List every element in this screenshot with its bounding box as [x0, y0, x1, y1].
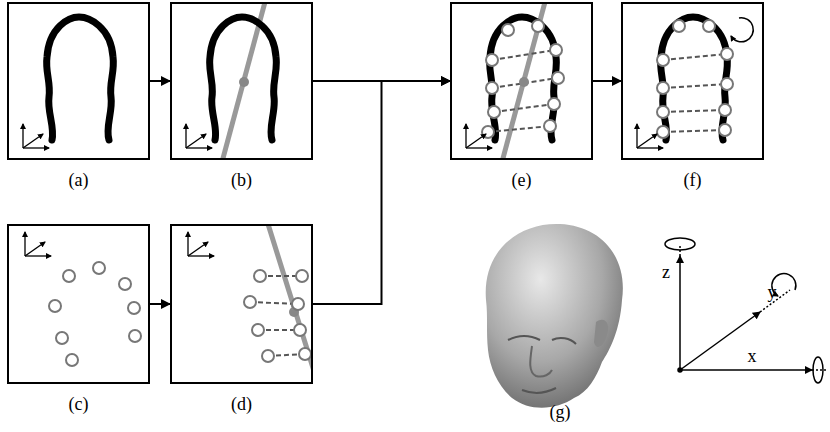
figure-panel: (b)	[170, 2, 313, 160]
figure-panel: (f)	[621, 2, 764, 160]
panel-caption: (c)	[9, 394, 148, 415]
flow-arrow	[313, 81, 450, 304]
axis-label: z	[656, 262, 676, 283]
figure-panel: (c)	[7, 224, 150, 384]
panel-caption: (f)	[623, 170, 762, 191]
panel-caption: (e)	[452, 170, 591, 191]
flow-arrow	[150, 303, 170, 305]
panel-caption: (d)	[172, 394, 311, 415]
flow-arrow	[593, 80, 621, 82]
flow-arrow	[150, 80, 170, 82]
panel-caption: (g)	[540, 402, 580, 423]
figure-panel: (d)	[170, 224, 313, 384]
figure-panel: (a)	[7, 2, 150, 160]
panel-caption: (b)	[172, 170, 311, 191]
figure-panel: (e)	[450, 2, 593, 160]
axis-label: x	[742, 346, 762, 367]
axis-label: y	[762, 282, 782, 303]
panel-caption: (a)	[9, 170, 148, 191]
